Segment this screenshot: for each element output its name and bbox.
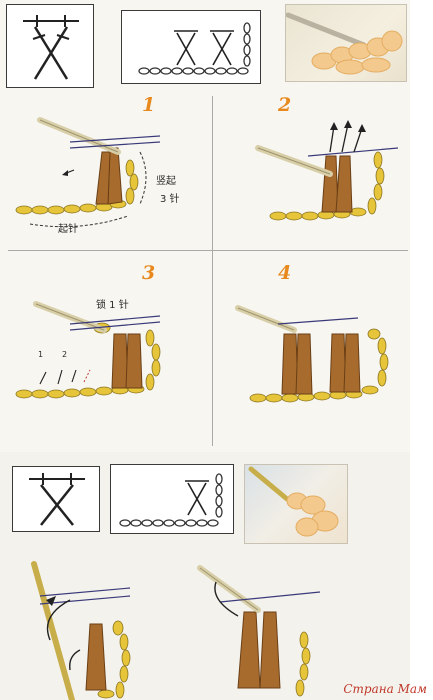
- step-1-label-start: 起针: [58, 224, 78, 235]
- step-1-label-count: 3 针: [160, 194, 180, 205]
- step-3-label-n1: 1: [38, 350, 44, 359]
- chain-diagram-icon: [119, 473, 223, 527]
- step-3-label-chain: 锁 1 针: [96, 300, 129, 311]
- chain-diagram-icon: [138, 22, 251, 75]
- photo-bottom: [244, 464, 348, 544]
- step-1-label-vertical: 竖起: [156, 176, 176, 187]
- watermark: Страна Мам: [343, 682, 427, 696]
- step-1-illustration: [15, 117, 161, 228]
- step-1-number: 1: [142, 94, 156, 116]
- step-2-illustration: [255, 120, 399, 221]
- step-6-illustration: [197, 565, 321, 697]
- yarn-icon: [286, 12, 403, 75]
- step-2-number: 2: [278, 94, 292, 116]
- hook-icon: [248, 466, 339, 537]
- step-5-illustration: [31, 561, 131, 700]
- divider-vertical-upper: [212, 96, 213, 446]
- step-4-illustration: [235, 305, 389, 403]
- crossed-stitch-symbol-icon: [29, 473, 85, 526]
- step-3-label-n2: 2: [62, 350, 68, 359]
- symbol-box-top: [6, 4, 94, 88]
- photo-top: [285, 4, 407, 82]
- divider-horizontal-upper: [8, 250, 408, 251]
- step-3-number: 3: [142, 262, 156, 284]
- step-3-illustration: [15, 301, 161, 399]
- chain-diagram-box-top: [121, 10, 261, 84]
- chain-diagram-box-bottom: [110, 464, 234, 534]
- step-4-number: 4: [278, 262, 292, 284]
- symbol-box-bottom: [12, 466, 100, 532]
- crossed-stitch-symbol-icon: [23, 15, 79, 80]
